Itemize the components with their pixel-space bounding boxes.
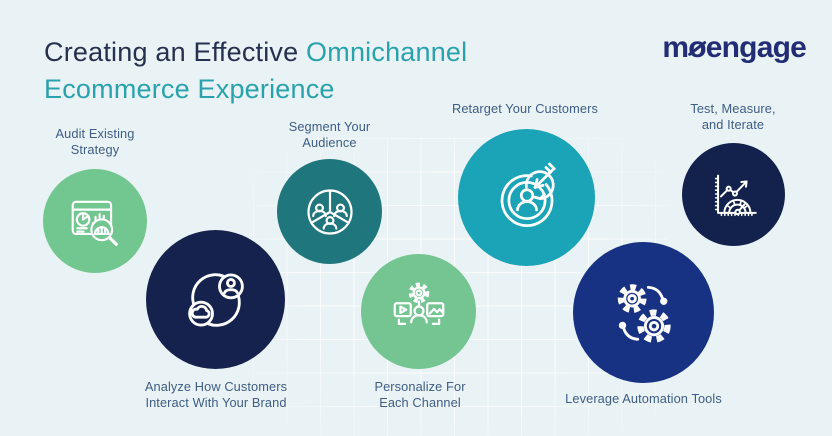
audit-report-magnifier-icon	[71, 200, 118, 246]
step-label-segment: Segment Your Audience	[288, 119, 371, 150]
logo-slashed-o: o	[688, 31, 706, 64]
step-circle-segment	[277, 159, 382, 264]
moengage-logo: moengage	[662, 31, 806, 64]
step-label-audit: Audit Existing Strategy	[55, 126, 135, 157]
step-label-retarget: Retarget Your Customers	[452, 101, 598, 116]
target-arrow-user-icon	[500, 162, 556, 227]
infographic-title: Creating an Effective Omnichannel Ecomme…	[44, 34, 467, 108]
step-circle-personalize	[361, 254, 476, 369]
step-label-automation: Leverage Automation Tools	[565, 391, 722, 406]
step-label-personalize: Personalize For Each Channel	[374, 379, 466, 410]
step-label-analyze: Analyze How Customers Interact With Your…	[144, 379, 288, 410]
step-circle-retarget	[458, 129, 595, 266]
step-circle-analyze	[146, 230, 285, 369]
step-label-test: Test, Measure, and Iterate	[690, 101, 776, 132]
step-circle-test	[682, 143, 785, 246]
automation-gears-icon	[617, 283, 671, 343]
audience-segments-icon	[306, 188, 353, 235]
chart-gauge-icon	[714, 174, 757, 216]
gear-user-channels-icon	[393, 282, 444, 325]
title-segment-accent: Omnichannel	[298, 37, 468, 67]
title-segment-dark: Creating an Effective	[44, 37, 299, 67]
title-line2: Ecommerce Experience	[44, 74, 335, 104]
sync-user-cloud-icon	[187, 272, 244, 327]
step-circle-audit	[43, 169, 147, 273]
step-circle-automation	[573, 242, 714, 383]
